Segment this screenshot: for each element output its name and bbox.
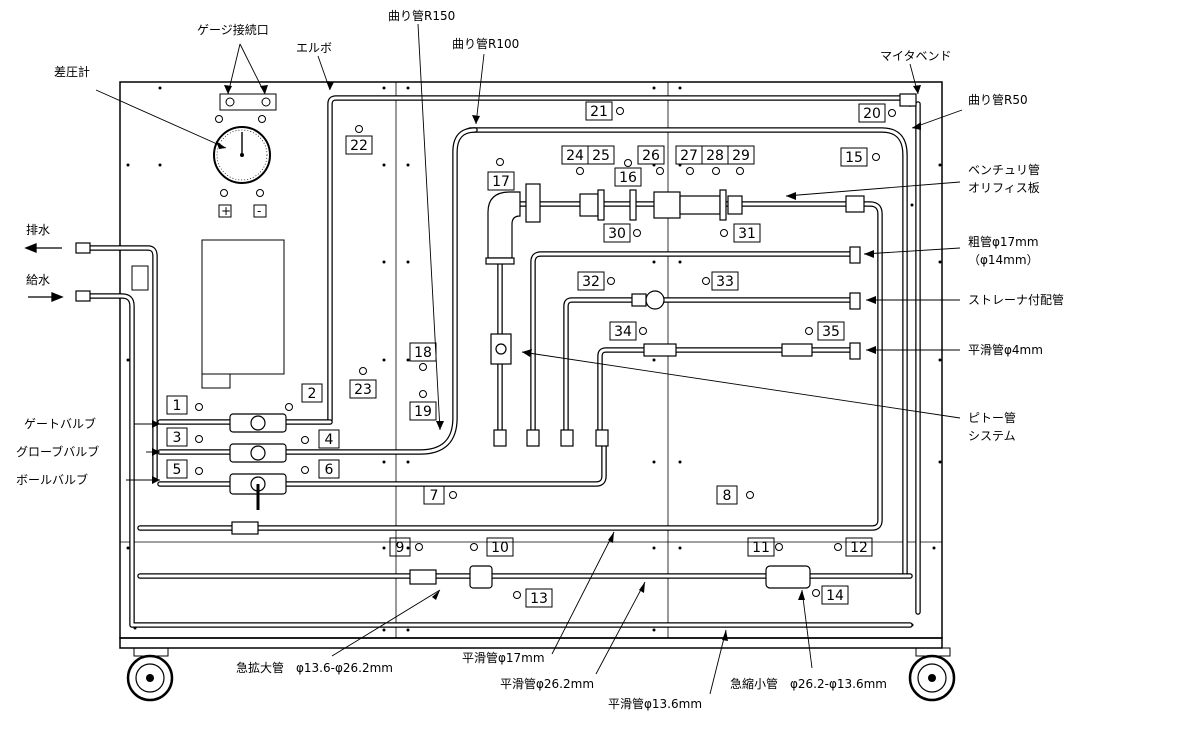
label-smooth-17: 平滑管φ17mm [462, 650, 545, 665]
label-sudden-contraction: 急縮小管 φ26.2-φ13.6mm [730, 676, 887, 691]
tap-33: 33 [716, 274, 734, 290]
tap-24: 24 [566, 148, 584, 164]
label-bend-r150: 曲り管R150 [388, 8, 455, 23]
label-gate-valve: ゲートバルブ [24, 416, 96, 431]
mounting-dots [126, 86, 942, 632]
tap-11: 11 [752, 540, 770, 556]
label-smooth-262: 平滑管φ26.2mm [500, 676, 594, 691]
tap-26: 26 [642, 148, 660, 164]
label-smooth-136: 平滑管φ13.6mm [608, 696, 702, 711]
label-elbow: エルボ [296, 41, 332, 55]
label-ball-valve: ボールバルブ [16, 472, 88, 487]
label-venturi: ベンチュリ管 [968, 162, 1040, 177]
tap-20: 20 [863, 106, 881, 122]
control-box [131, 239, 285, 389]
leader-lines [95, 23, 963, 695]
label-smooth-4: 平滑管φ4mm [968, 342, 1043, 357]
panel-frame [119, 81, 943, 649]
tap-8: 8 [723, 488, 732, 504]
tap-25: 25 [592, 148, 610, 164]
label-orifice: オリフィス板 [968, 181, 1040, 195]
tap-16: 16 [619, 170, 637, 186]
tap-17: 17 [492, 174, 510, 190]
tap-7: 7 [430, 488, 439, 504]
label-globe-valve: グローブバルブ [16, 444, 99, 459]
caster-left [126, 647, 174, 702]
label-drain: 排水 [26, 223, 50, 237]
label-supply: 給水 [26, 273, 50, 287]
tap-13: 13 [530, 591, 548, 607]
label-bend-r100: 曲り管R100 [452, 36, 519, 51]
tap-10: 10 [491, 540, 509, 556]
flow-arrows [24, 243, 64, 302]
pipe-components [75, 93, 917, 589]
label-bend-r50: 曲り管R50 [968, 92, 1028, 107]
tap-21: 21 [590, 104, 608, 120]
tap-32: 32 [582, 274, 600, 290]
tap-15: 15 [845, 150, 863, 166]
tap-30: 30 [608, 226, 626, 242]
caster-right [908, 647, 956, 702]
tap-hex-nuts [195, 107, 896, 599]
tap-3: 3 [173, 430, 182, 446]
tap-6: 6 [325, 462, 334, 478]
tap-1: 1 [173, 398, 182, 414]
tap-2: 2 [308, 386, 317, 402]
tap-19: 19 [414, 404, 432, 420]
label-gauge-port: ゲージ接続口 [197, 22, 269, 37]
label-coarse-pipe: 粗管φ17mm [968, 234, 1039, 249]
tap-27: 27 [680, 148, 698, 164]
tap-34: 34 [614, 324, 632, 340]
tap-18: 18 [414, 345, 432, 361]
label-coarse-pipe-alt: （φ14mm） [968, 253, 1039, 267]
tap-14: 14 [826, 588, 844, 604]
tap-28: 28 [706, 148, 724, 164]
tap-number-boxes [166, 101, 886, 608]
label-pitot-system: システム [968, 429, 1016, 443]
tap-9: 9 [396, 540, 405, 556]
tap-31: 31 [738, 226, 756, 242]
tap-5: 5 [173, 462, 182, 478]
label-minus: - [257, 204, 261, 218]
tap-23: 23 [354, 382, 372, 398]
diagram-labels: 差圧計 ゲージ接続口 エルボ 曲り管R150 曲り管R100 マイタベンド 曲り… [16, 8, 1064, 711]
label-strainer-pipe: ストレーナ付配管 [968, 292, 1064, 307]
differential-manometer [213, 93, 277, 218]
tap-4: 4 [325, 432, 334, 448]
arrowheads [152, 81, 921, 641]
tap-29: 29 [732, 148, 750, 164]
label-sudden-expansion: 急拡大管 φ13.6-φ26.2mm [236, 660, 393, 675]
tap-22: 22 [350, 138, 368, 154]
label-plus: + [221, 204, 231, 218]
tap-12: 12 [850, 540, 868, 556]
label-miter-bend: マイタベンド [880, 49, 952, 63]
tap-35: 35 [822, 324, 840, 340]
label-pitot: ピトー管 [968, 410, 1016, 425]
tap-numbers: 1 2 3 4 5 6 7 8 9 10 11 12 13 14 15 16 1… [173, 104, 881, 607]
label-differential-manometer: 差圧計 [54, 64, 90, 79]
